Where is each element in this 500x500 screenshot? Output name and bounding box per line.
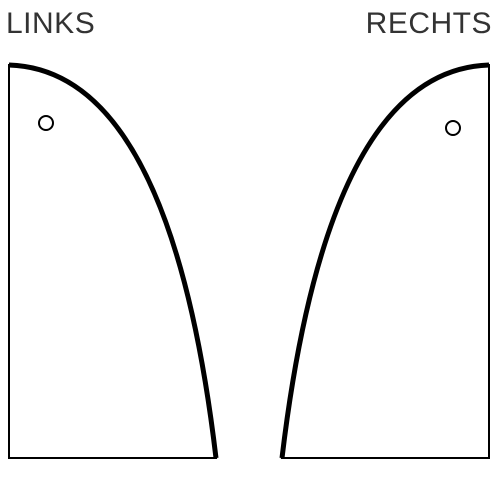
right-panel-group — [279, 62, 490, 459]
left-panel-curve — [8, 62, 219, 459]
label-right: RECHTS — [365, 7, 492, 40]
left-panel-hole — [38, 115, 54, 131]
right-panel-hole — [445, 120, 461, 136]
left-panel-group — [8, 62, 219, 459]
label-left: LINKS — [6, 7, 96, 40]
right-panel-curve — [279, 62, 490, 459]
